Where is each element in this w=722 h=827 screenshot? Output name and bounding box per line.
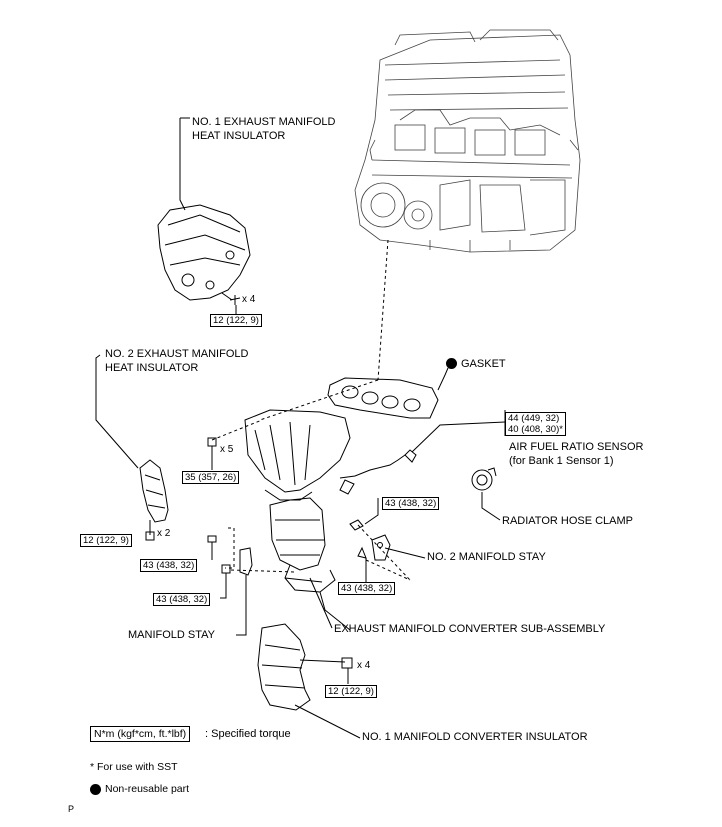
no1-insulator-bolt-qty: x 4 [242,294,256,305]
no1-converter-insulator-label: NO. 1 MANIFOLD CONVERTER INSULATOR [362,731,588,743]
footer-code: P [68,804,75,814]
no1-converter-insulator-drawing [257,623,361,739]
no2-heat-insulator-label-line1: NO. 2 EXHAUST MANIFOLD [105,348,249,360]
no1-heat-insulator-label-line2: HEAT INSULATOR [192,130,286,142]
gasket-label: GASKET [461,358,506,370]
stay-upper-torque: 43 (438, 32) [140,559,198,572]
gasket-non-reusable-dot [446,358,457,369]
radiator-hose-clamp-label: RADIATOR HOSE CLAMP [502,515,634,527]
no1-heat-insulator-drawing [157,117,251,301]
no2-manifold-stay-label: NO. 2 MANIFOLD STAY [427,551,546,563]
no2-heat-insulator-drawing [95,354,169,523]
converter-insulator-bolt-qty: x 4 [357,660,371,671]
stay-lower-torque: 43 (438, 32) [153,593,211,606]
engine-block-drawing [354,29,581,253]
no1-insulator-torque: 12 (122, 9) [210,314,262,327]
manifold-converter-drawing [244,409,351,631]
converter-insulator-torque: 12 (122, 9) [325,685,377,698]
no2-stay-upper-torque: 43 (438, 32) [382,497,440,510]
legend-non-reusable-dot [90,784,101,795]
manifold-stay-label: MANIFOLD STAY [128,629,215,641]
no2-insulator-torque: 12 (122, 9) [80,534,132,547]
af-sensor-torque-line2: 40 (408, 30)* [508,424,563,435]
af-sensor-torque-line1: 44 (449, 32) [508,413,560,424]
af-sensor-label-line2: (for Bank 1 Sensor 1) [509,455,614,467]
gasket-bolt-torque: 35 (357, 26) [182,471,240,484]
af-sensor-torque: 44 (449, 32) 40 (408, 30)* [505,412,566,436]
no2-heat-insulator-label-line2: HEAT INSULATOR [105,362,199,374]
converter-sub-assembly-label: EXHAUST MANIFOLD CONVERTER SUB-ASSEMBLY [334,623,606,635]
no2-manifold-stay-drawing [349,498,426,582]
no2-stay-lower-torque: 43 (438, 32) [338,582,396,595]
legend-torque-unit: N*m (kgf*cm, ft.*lbf) [90,726,191,742]
no1-heat-insulator-label-line1: NO. 1 EXHAUST MANIFOLD [192,116,336,128]
legend-sst-note: * For use with SST [90,761,178,773]
gasket-bolt-qty: x 5 [220,444,234,455]
legend-non-reusable: Non-reusable part [105,783,190,795]
legend-torque-desc: : Specified torque [205,728,291,740]
af-sensor-label-line1: AIR FUEL RATIO SENSOR [509,441,644,453]
manifold-stay-drawing [207,527,296,636]
radiator-hose-clamp-drawing [471,467,501,521]
gasket-drawing [327,367,449,419]
no2-insulator-bolt-qty: x 2 [157,528,171,539]
